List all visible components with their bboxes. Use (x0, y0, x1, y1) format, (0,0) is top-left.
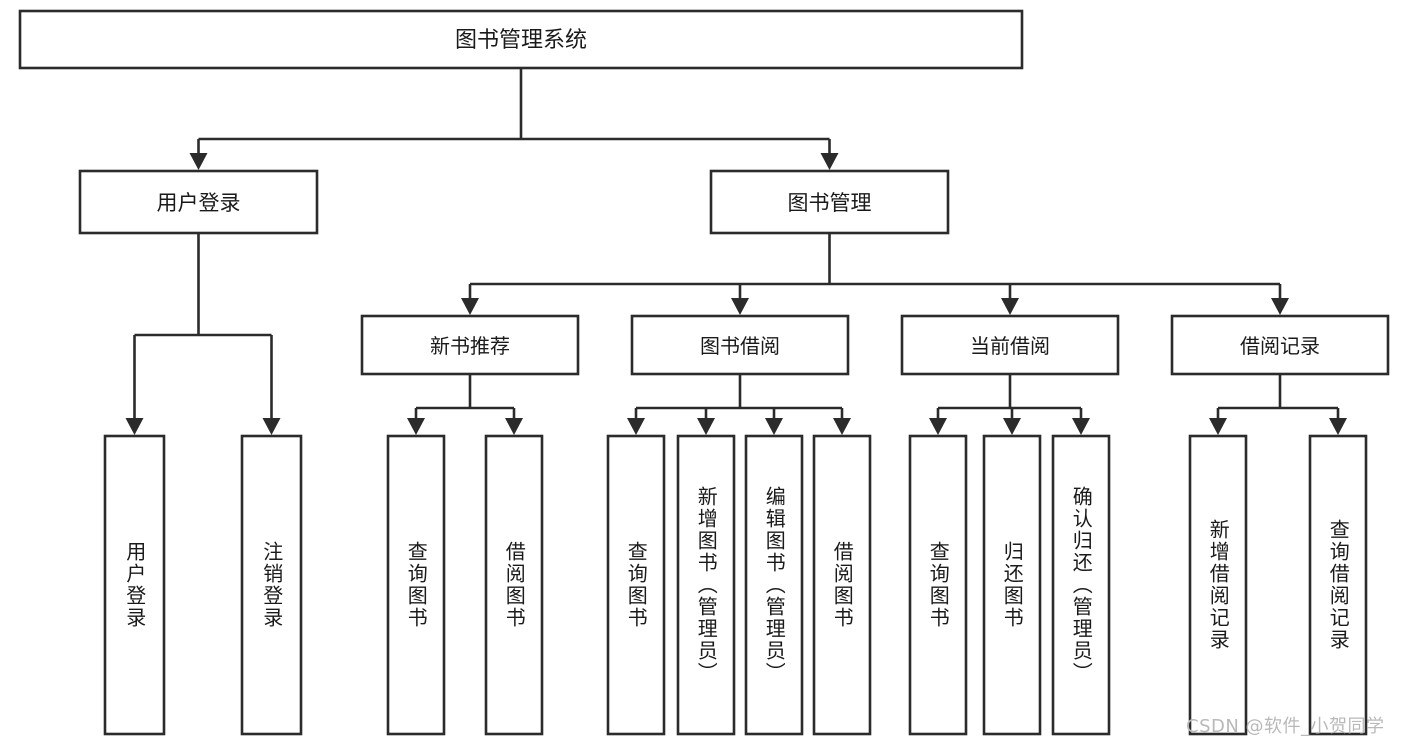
node-leaf-borrow-book-1[interactable] (484, 434, 544, 736)
node-root-label: 图书管理系统 (455, 28, 587, 53)
node-borrow-records-label: 借阅记录 (1240, 334, 1320, 358)
node-root[interactable]: 图书管理系统 (18, 9, 1024, 70)
arrow-head-icon (820, 153, 839, 170)
arrow-head-icon (731, 298, 749, 315)
arrow-head-icon (125, 418, 144, 435)
arrow-head-icon (1329, 418, 1347, 435)
arrow-head-icon (1271, 298, 1289, 315)
node-leaf-add-borrow-record[interactable] (1188, 434, 1248, 736)
node-leaf-borrow-book-2[interactable] (812, 434, 872, 736)
arrow-head-icon (407, 418, 425, 435)
node-current-borrow[interactable]: 当前借阅 (900, 314, 1120, 376)
node-leaf-query-book-3[interactable] (908, 434, 968, 736)
node-leaf-return-book[interactable] (982, 434, 1042, 736)
node-new-book-recommend[interactable]: 新书推荐 (360, 314, 580, 376)
arrow-head-icon (833, 418, 851, 435)
arrow-head-icon (1001, 298, 1019, 315)
node-book-borrow[interactable]: 图书借阅 (630, 314, 850, 376)
node-current-borrow-label: 当前借阅 (970, 334, 1050, 358)
node-leaf-query-book-1[interactable] (386, 434, 446, 736)
node-book-manage[interactable]: 图书管理 (709, 169, 950, 235)
csdn-watermark: CSDN @软件_小贺同学 (1186, 716, 1385, 737)
node-new-book-recommend-label: 新书推荐 (430, 334, 510, 358)
connector-layer (125, 68, 1347, 435)
node-book-borrow-label: 图书借阅 (700, 334, 780, 358)
node-leaf-user-logout[interactable] (240, 434, 303, 736)
arrow-head-icon (697, 418, 715, 435)
arrow-head-icon (627, 418, 645, 435)
arrow-head-icon (1003, 418, 1021, 435)
node-borrow-records[interactable]: 借阅记录 (1170, 314, 1390, 376)
node-leaf-edit-book[interactable] (744, 434, 804, 736)
arrow-head-icon (765, 418, 783, 435)
node-user-login[interactable]: 用户登录 (78, 169, 319, 235)
node-leaf-query-book-2[interactable] (606, 434, 666, 736)
arrow-head-icon (505, 418, 523, 435)
node-leaf-query-borrow-record[interactable] (1308, 434, 1368, 736)
node-book-manage-label: 图书管理 (788, 191, 872, 215)
arrow-head-icon (189, 153, 208, 170)
arrow-head-icon (262, 418, 281, 435)
arrow-head-icon (929, 418, 947, 435)
node-leaf-user-login[interactable] (103, 434, 166, 736)
node-user-login-label: 用户登录 (157, 191, 241, 215)
node-leaf-add-book[interactable] (676, 434, 736, 736)
node-leaf-confirm-return[interactable] (1051, 434, 1111, 736)
arrow-head-icon (461, 298, 479, 315)
arrow-head-icon (1072, 418, 1090, 435)
arrow-head-icon (1209, 418, 1227, 435)
